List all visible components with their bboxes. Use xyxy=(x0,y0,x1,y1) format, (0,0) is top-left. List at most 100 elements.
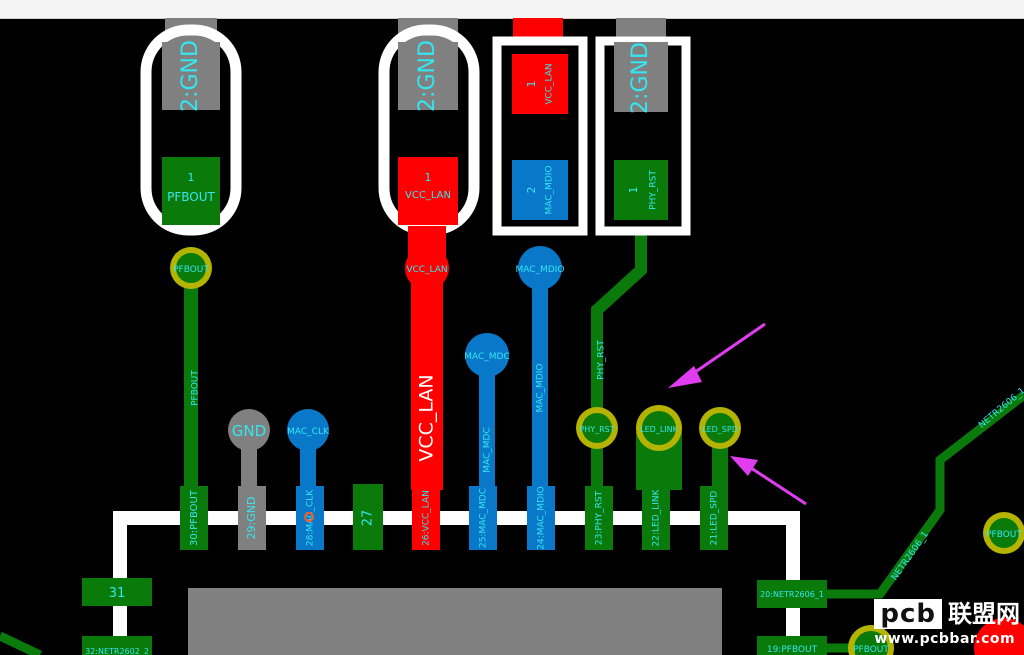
via-mac-mdio-label: MAC_MDIO xyxy=(516,265,565,275)
connector-3-pin1-num: 1 xyxy=(525,81,538,88)
netr2602-trace xyxy=(0,631,42,655)
connector-2-gnd-label: 2:GND xyxy=(415,40,440,112)
pad-30[interactable] xyxy=(180,486,208,550)
pad-20-label: 20:NETR2606_1 xyxy=(760,590,824,599)
connector-3-pin2-name: MAC_MDIO xyxy=(545,166,555,215)
red-copper-corner xyxy=(974,618,1024,655)
connector-1-gnd-label: 2:GND xyxy=(178,40,203,112)
trace-phy-rst-label: PHY_RST xyxy=(597,340,607,380)
connector-4-pin1-name: PHY_RST xyxy=(649,170,659,210)
watermark-url: www.pcbbar.com xyxy=(874,631,1016,647)
via-mac-clk-label: MAC_CLK xyxy=(287,427,330,437)
connector-1-gnd-pad xyxy=(162,42,220,110)
pad-28-marker xyxy=(304,512,314,522)
pad-31[interactable] xyxy=(82,578,152,606)
trace-mac-mdio-label: MAC_MDIO xyxy=(536,364,546,413)
mac-mdio-trace xyxy=(532,268,548,486)
connector-4-gnd-label: 2:GND xyxy=(628,42,653,114)
pad-29-label: 29:GND xyxy=(245,497,258,540)
connector-3-outline xyxy=(492,36,588,236)
via-mac-mdc[interactable] xyxy=(465,333,509,377)
via-bottom-pfbout-label: PFBOUT xyxy=(853,645,889,655)
pad-26-label: 26:VCC_LAN xyxy=(422,490,432,546)
via-mac-mdio[interactable] xyxy=(518,246,562,290)
connector-3-pin2-num: 2 xyxy=(525,187,538,194)
via-led-spd-label: LED_SPD xyxy=(702,425,738,434)
pad-19-label: 19:PFBOUT xyxy=(767,645,818,655)
connector-4-outline xyxy=(595,36,691,236)
connector-4-pin1-num: 1 xyxy=(627,187,640,194)
pad-23-label: 23:PHY_RST xyxy=(595,490,605,545)
pad-25-label: 25:MAC_MDC xyxy=(479,488,489,548)
pad-32[interactable] xyxy=(82,636,152,655)
phy-rst-trace xyxy=(591,232,647,420)
via-phy-rst-label: PHY_RST xyxy=(579,425,614,434)
connector-4-gnd-pad xyxy=(614,42,668,112)
connector-3-pin1-pad xyxy=(512,54,568,114)
connector-1-pin1-name: PFBOUT xyxy=(167,190,215,204)
pad-28-label: 28:MAC_CLK xyxy=(306,489,316,546)
via-pfbout-label: PFBOUT xyxy=(173,265,209,275)
via-bottom-pfbout[interactable] xyxy=(854,631,888,655)
via-phy-rst[interactable] xyxy=(582,413,612,443)
vcc-lan-trace xyxy=(411,268,443,490)
pad-23[interactable] xyxy=(585,486,613,550)
mac-mdc-trace xyxy=(479,355,495,486)
pad-32-label: 32:NETR2602_2 xyxy=(85,647,149,655)
via-mac-mdc-label: MAC_MDC xyxy=(464,352,510,362)
pad-29[interactable] xyxy=(238,486,266,550)
pad-31-label: 31 xyxy=(109,586,126,601)
watermark-name: 联盟网 xyxy=(948,600,1020,628)
via-vcc-lan[interactable] xyxy=(405,246,449,290)
pad-20[interactable] xyxy=(757,580,827,608)
watermark-logo: pcb xyxy=(874,599,942,629)
trace-pfbout-label: PFBOUT xyxy=(191,370,201,406)
connector-1-outline xyxy=(140,24,242,236)
window-top-strip xyxy=(0,0,1024,19)
watermark: pcb 联盟网 www.pcbbar.com xyxy=(874,599,1020,647)
via-led-link-label: LED_LINK xyxy=(640,425,678,434)
via-gnd[interactable] xyxy=(228,409,270,451)
via-right-pfbout[interactable] xyxy=(989,518,1019,548)
pad-21[interactable] xyxy=(700,486,728,550)
connector-2-pin1-num: 1 xyxy=(425,171,432,184)
annotation-arrow-2 xyxy=(730,456,807,506)
connector-1-pin1-pad xyxy=(162,157,220,225)
annotation-arrow-1 xyxy=(668,322,766,388)
pfbout-trace xyxy=(184,268,198,486)
chip-exposed-pad xyxy=(188,588,722,655)
connector-4-pin1-pad xyxy=(614,160,668,220)
connector-2-gnd-pad xyxy=(398,42,458,110)
pad-24[interactable] xyxy=(527,486,555,550)
connector-2-pin1-name: VCC_LAN xyxy=(405,190,451,201)
connector-2-pin1-pad xyxy=(398,157,458,225)
via-gnd-label: GND xyxy=(232,422,266,440)
pad-24-label: 24:MAC_MDIO xyxy=(537,486,547,549)
trace-netr2606-diag-label: NETR2606_1 xyxy=(890,530,931,583)
pad-28[interactable] xyxy=(296,486,324,550)
pad-22-label: 22:LED_LINK xyxy=(652,488,662,546)
pad-27-label: 27 xyxy=(361,510,376,527)
connector-1-pin1-num: 1 xyxy=(188,171,195,184)
trace-netr2606-top-label: NETR2606_1 xyxy=(977,386,1024,431)
via-vcc-lan-label: VCC_LAN xyxy=(406,265,447,275)
trace-mac-mdc-label: MAC_MDC xyxy=(483,427,493,473)
pad-25[interactable] xyxy=(469,486,497,550)
pad-22[interactable] xyxy=(642,486,670,550)
via-mac-clk[interactable] xyxy=(287,409,329,451)
pad-26[interactable] xyxy=(412,486,440,550)
trace-vcc-lan-label: VCC_LAN xyxy=(416,374,438,461)
pad-21-label: 21:LED_SPD xyxy=(710,491,720,546)
netr2606-trace xyxy=(826,391,1024,599)
pad-19[interactable] xyxy=(757,636,827,655)
via-led-link[interactable] xyxy=(642,411,676,445)
pad-27[interactable] xyxy=(353,484,383,550)
connector-3-pin2-pad xyxy=(512,160,568,220)
connector-3-pin1-name: VCC_LAN xyxy=(545,63,555,104)
via-right-pfbout-label: PFBOUT xyxy=(986,530,1022,540)
pad-30-label: 30:PFBOUT xyxy=(189,489,200,546)
via-led-spd[interactable] xyxy=(705,413,735,443)
via-pfbout[interactable] xyxy=(176,253,206,283)
